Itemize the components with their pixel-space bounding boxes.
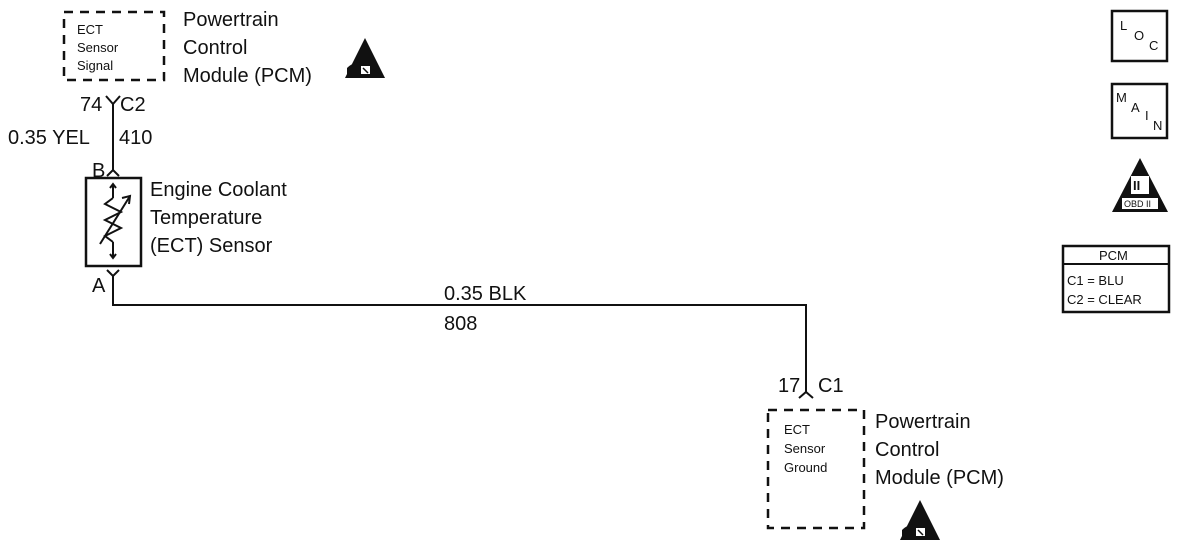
pcm-ground-name-line: Module (PCM) [875,467,1004,489]
pcm-ground-box [766,408,866,530]
connector-legend: PCM C1 = BLU C2 = CLEAR [1061,244,1171,314]
ground-wire [112,276,807,392]
sensor-pin-a: A [92,275,106,297]
obd-label: OBD II [1124,199,1151,209]
legend-row: C1 = BLU [1067,273,1124,288]
main-icon[interactable]: M A I N [1110,82,1169,140]
main-letter: I [1145,108,1149,123]
connector-symbol [105,95,121,106]
thermistor-icon [99,182,132,260]
main-letter: M [1116,90,1127,105]
ect-sensor-body [84,176,143,268]
loc-letter: C [1149,38,1158,53]
sensor-name-line: Engine Coolant [150,179,287,201]
connector-id: C2 [120,94,146,116]
wire-gauge-color: 0.35 YEL [8,127,90,149]
legend-row: C2 = CLEAR [1067,292,1142,307]
pcm-ground-box-line: Ground [784,460,827,475]
connector-symbol [106,168,120,177]
main-letter: N [1153,118,1162,133]
obd-ii-icon[interactable]: II OBD II [1112,158,1168,212]
sensor-pin-b: B [92,160,105,182]
obd-roman: II [1133,178,1140,193]
pcm-signal-box-line: ECT [77,22,103,37]
pcm-signal-name-line: Module (PCM) [183,65,312,87]
pcm-signal-name-line: Control [183,37,247,59]
pcm-signal-box-line: Sensor [77,40,119,55]
esd-warning-icon [899,499,941,541]
pcm-signal-box [62,10,166,82]
wire-circuit-number: 808 [444,313,477,335]
pin-number: 17 [778,375,800,397]
pin-number: 74 [80,94,102,116]
legend-title: PCM [1099,248,1128,263]
connector-symbol [798,390,814,399]
pcm-signal-box-line: Signal [77,58,113,73]
sensor-name-line: (ECT) Sensor [150,235,273,257]
sensor-name-line: Temperature [150,207,262,229]
pcm-signal-name-line: Powertrain [183,9,279,31]
connector-symbol [106,269,120,278]
loc-letter: O [1134,28,1144,43]
main-letter: A [1131,100,1140,115]
loc-letter: L [1120,18,1127,33]
wire-circuit-number: 410 [119,127,152,149]
esd-warning-icon [344,37,386,79]
pcm-ground-name-line: Powertrain [875,411,971,433]
loc-icon[interactable]: L O C [1110,9,1169,63]
pcm-ground-name-line: Control [875,439,939,461]
connector-id: C1 [818,375,844,397]
wire-gauge-color: 0.35 BLK [444,283,527,305]
pcm-ground-box-line: ECT [784,422,810,437]
pcm-ground-box-line: Sensor [784,441,826,456]
